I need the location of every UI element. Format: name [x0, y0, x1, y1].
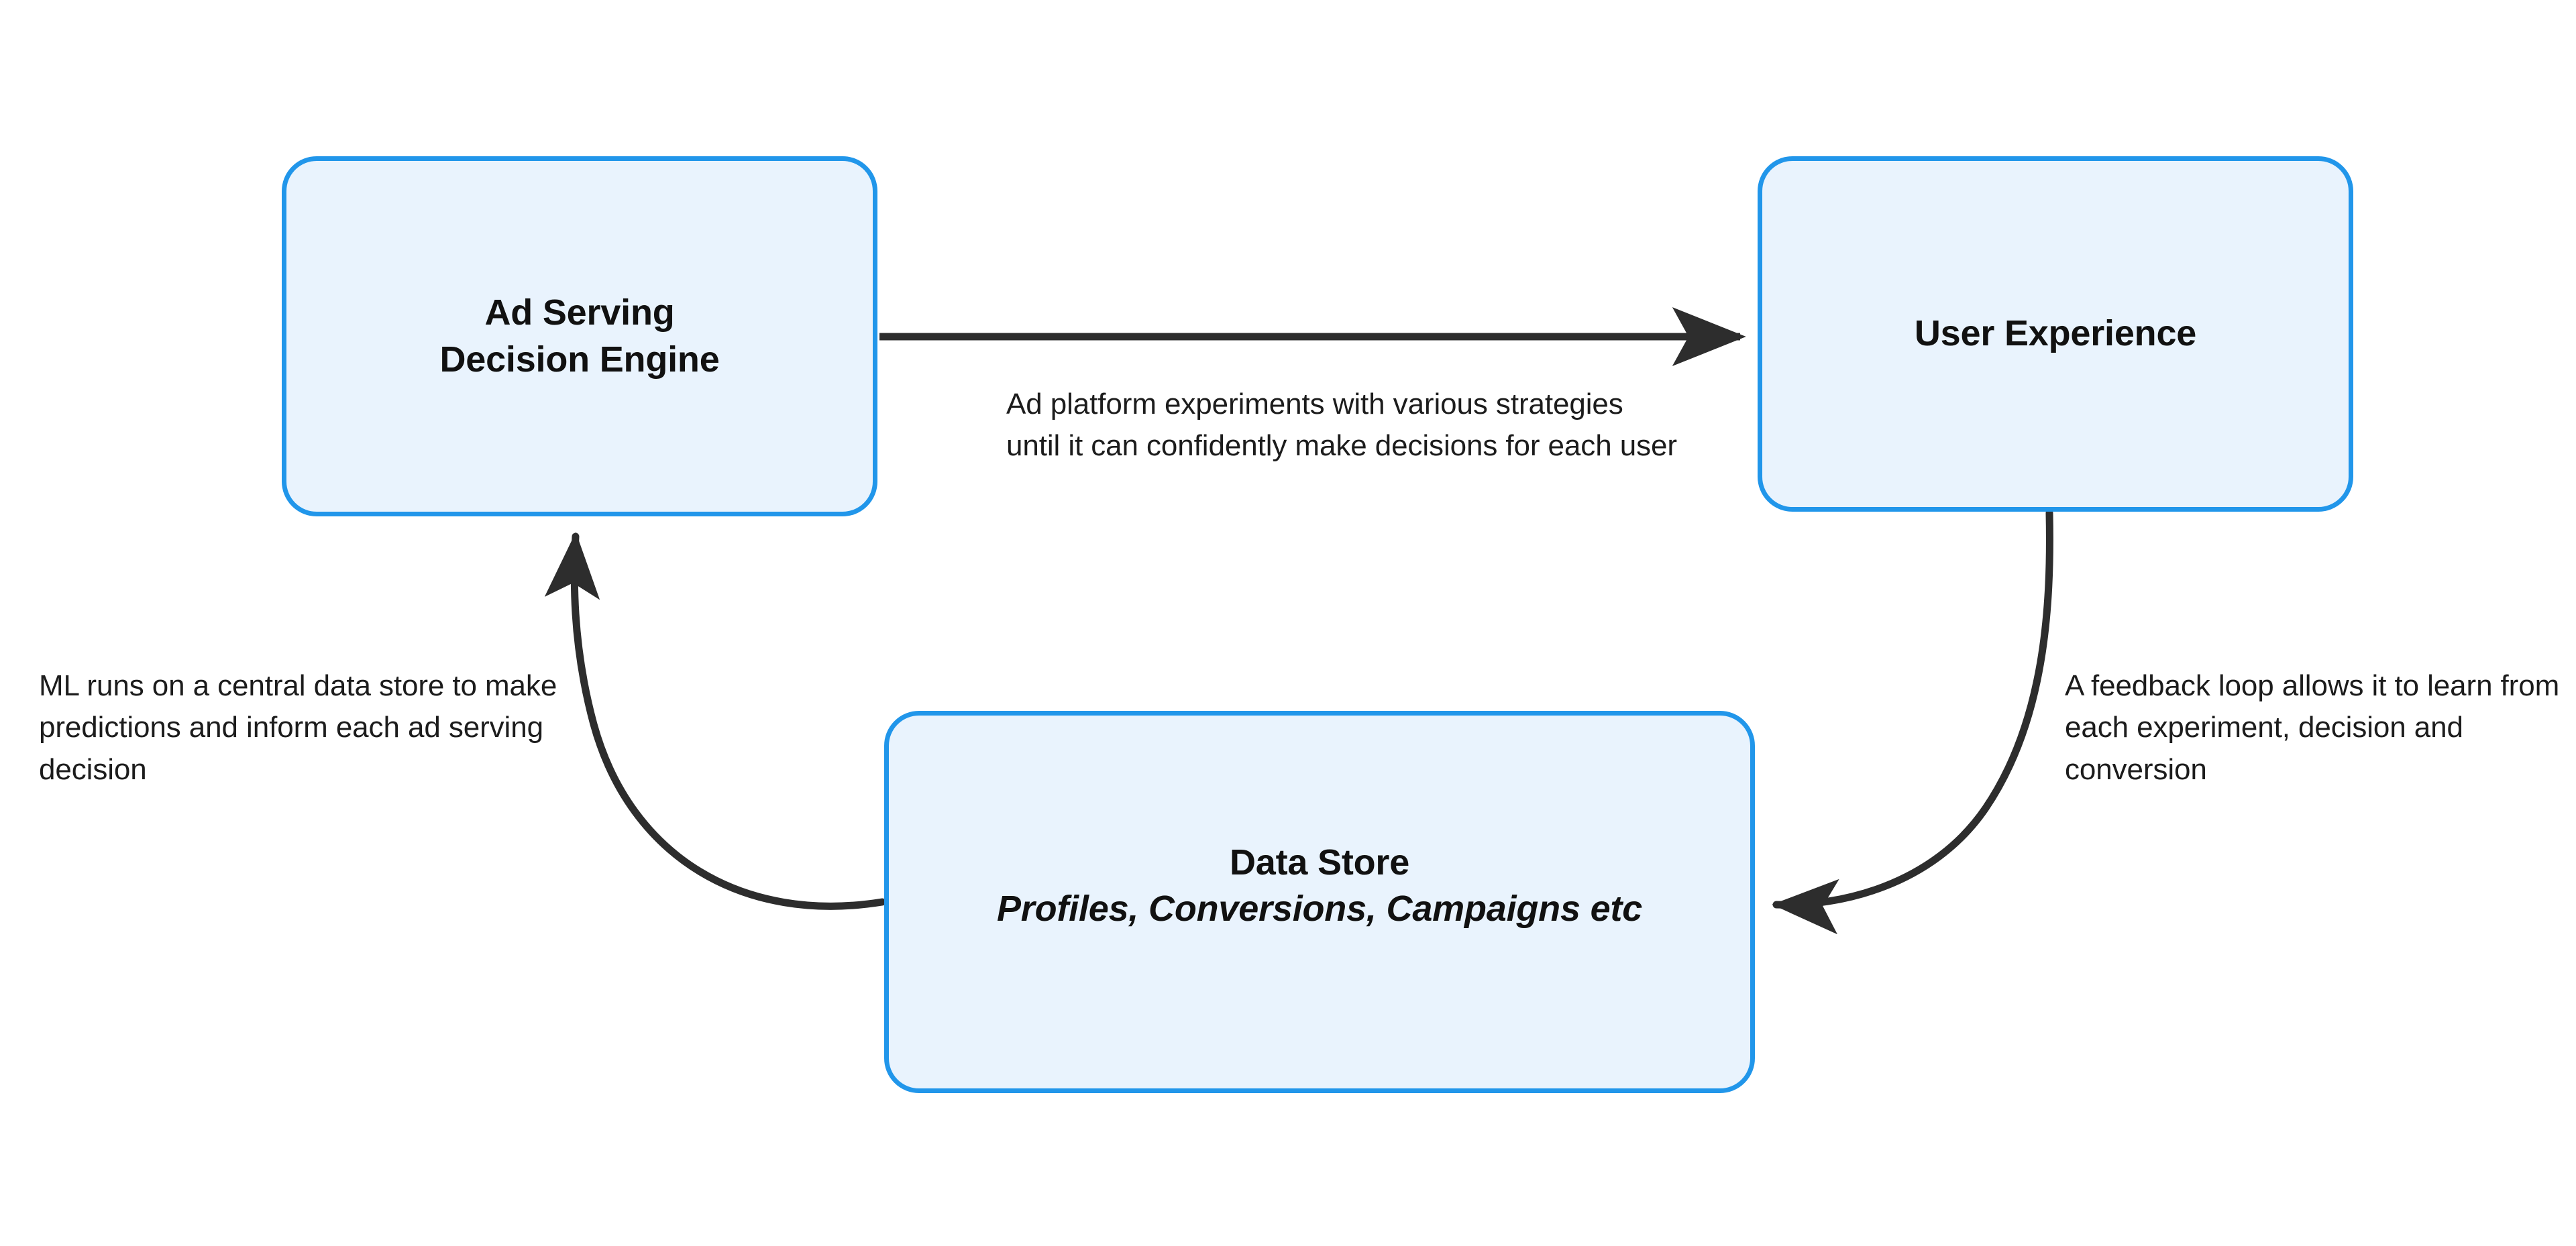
node-data-store[interactable]: Data Store Profiles, Conversions, Campai… — [884, 711, 1755, 1093]
node-data-store-text: Data Store Profiles, Conversions, Campai… — [997, 840, 1642, 932]
annotation-experiments: Ad platform experiments with various str… — [1006, 388, 1677, 463]
node-data-store-subtitle: Profiles, Conversions, Campaigns etc — [996, 889, 1643, 929]
annotation-ml-runs: ML runs on a central data store to make … — [39, 669, 557, 786]
node-ad-serving-decision-engine[interactable]: Ad Serving Decision Engine — [282, 156, 877, 516]
node-user-experience-text: User Experience — [1915, 310, 2196, 357]
node-user-experience[interactable]: User Experience — [1758, 156, 2353, 512]
node-user-experience-title: User Experience — [1914, 313, 2197, 354]
node-ad-serving-title: Ad Serving Decision Engine — [439, 292, 720, 380]
node-ad-serving-text: Ad Serving Decision Engine — [439, 290, 719, 382]
annotation-feedback: A feedback loop allows it to learn from … — [2065, 669, 2560, 786]
edge-user-experience-to-data-store — [1772, 509, 2053, 935]
node-data-store-title: Data Store — [1229, 842, 1410, 883]
edge-data-store-to-ad-serving — [544, 532, 886, 910]
